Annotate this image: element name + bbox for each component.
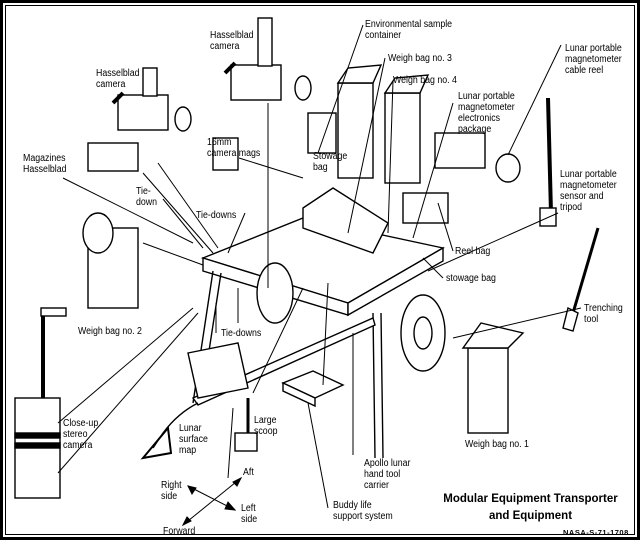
wheel-right [400, 294, 446, 372]
label-weigh-bag-3: Weigh bag no. 3 [388, 53, 452, 64]
wheel-left [256, 262, 294, 324]
label-cable-reel: Lunar portable magnetometer cable reel [565, 43, 622, 76]
label-hasselblad-camera-top: Hasselblad camera [210, 30, 254, 52]
orientation-compass [181, 476, 243, 527]
equipment-illustration [14, 17, 600, 527]
label-weigh-bag-4: Weigh bag no. 4 [393, 75, 457, 86]
label-weigh-bag-1: Weigh bag no. 1 [465, 439, 529, 450]
cable-reel [495, 153, 521, 183]
hasselblad-camera-left [111, 67, 192, 132]
title-line-2: and Equipment [488, 510, 573, 522]
label-weigh-bag-2: Weigh bag no. 2 [78, 326, 142, 337]
label-stereo-camera: Close-up stereo camera [63, 418, 99, 451]
label-surface-map: Lunar surface map [179, 423, 208, 456]
electronics-package [434, 132, 486, 169]
label-buddy-life-support: Buddy life support system [333, 500, 393, 522]
label-tie-down: Tie- down [136, 186, 158, 208]
stowage-bag-center [302, 187, 389, 254]
label-trenching-tool: Trenching tool [584, 303, 623, 325]
label-large-scoop: Large scoop [254, 415, 278, 437]
weigh-bag-1 [461, 322, 525, 434]
label-stowage-bag: Stowage bag [313, 151, 348, 173]
figure-code: NASA-S-71-1708 [563, 528, 629, 537]
title-line-1: Modular Equipment Transporter [443, 493, 618, 505]
figure-title: Modular Equipment Transporter and Equipme… [433, 491, 628, 525]
surface-map [187, 342, 249, 399]
label-tie-downs-top: Tie-downs [196, 210, 237, 221]
weigh-bag-3 [336, 64, 383, 179]
label-tie-downs-bottom: Tie-downs [221, 328, 262, 339]
label-hasselblad-camera-left: Hasselblad camera [96, 68, 140, 90]
trenching-tool [571, 227, 600, 314]
label-stowage-bag-2: stowage bag [446, 273, 496, 284]
hasselblad-magazines [87, 142, 139, 172]
label-electronics-package: Lunar portable magnetometer electronics … [458, 91, 515, 135]
reel-bag [402, 192, 449, 224]
cart-frame [140, 217, 445, 460]
environmental-sample-container [307, 112, 337, 154]
label-magazines-hasselblad: Magazines Hasselblad [23, 153, 67, 175]
weigh-bag-2 [82, 212, 139, 309]
label-magnetometer-sensor: Lunar portable magnetometer sensor and t… [560, 169, 617, 213]
label-tool-carrier: Apollo lunar hand tool carrier [364, 458, 411, 491]
stereo-camera [14, 307, 67, 499]
magnetometer-tripod [546, 97, 553, 214]
label-environmental-sample-container: Environmental sample container [365, 19, 453, 41]
compass-right-side: Right side [161, 480, 182, 502]
compass-forward: Forward [163, 526, 196, 537]
hasselblad-camera-top [223, 17, 312, 101]
compass-aft: Aft [243, 467, 254, 478]
compass-left-side: Left side [241, 503, 258, 525]
label-camera-mags: 16mm camera mags [207, 137, 261, 159]
camera-mags [212, 137, 239, 171]
label-reel-bag: Reel bag [455, 246, 491, 257]
